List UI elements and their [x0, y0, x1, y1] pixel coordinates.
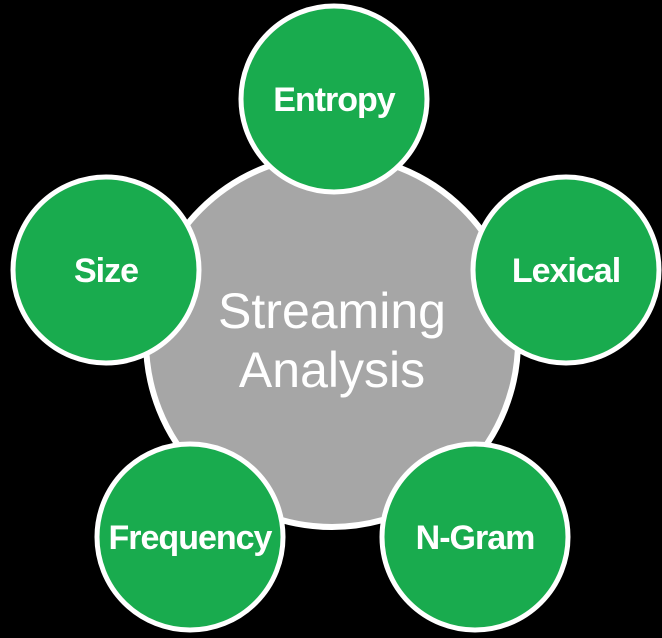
- node-ngram: N-Gram: [379, 441, 571, 633]
- node-size-circle: [10, 174, 202, 366]
- node-ngram-circle: [379, 441, 571, 633]
- node-frequency: Frequency: [94, 441, 286, 633]
- node-size: Size: [10, 174, 202, 366]
- node-entropy-label: Entropy: [273, 81, 396, 119]
- node-lexical-label: Lexical: [512, 252, 620, 290]
- node-entropy-circle: [238, 3, 430, 195]
- node-size-label: Size: [74, 252, 138, 290]
- hub-label-line1: Streaming: [218, 283, 446, 339]
- node-ngram-label: N-Gram: [416, 519, 535, 557]
- hub-label-line2: Analysis: [239, 342, 425, 398]
- node-entropy: Entropy: [238, 3, 430, 195]
- node-frequency-label: Frequency: [109, 519, 273, 557]
- node-frequency-circle: [94, 441, 286, 633]
- node-lexical: Lexical: [470, 174, 662, 366]
- node-lexical-circle: [470, 174, 662, 366]
